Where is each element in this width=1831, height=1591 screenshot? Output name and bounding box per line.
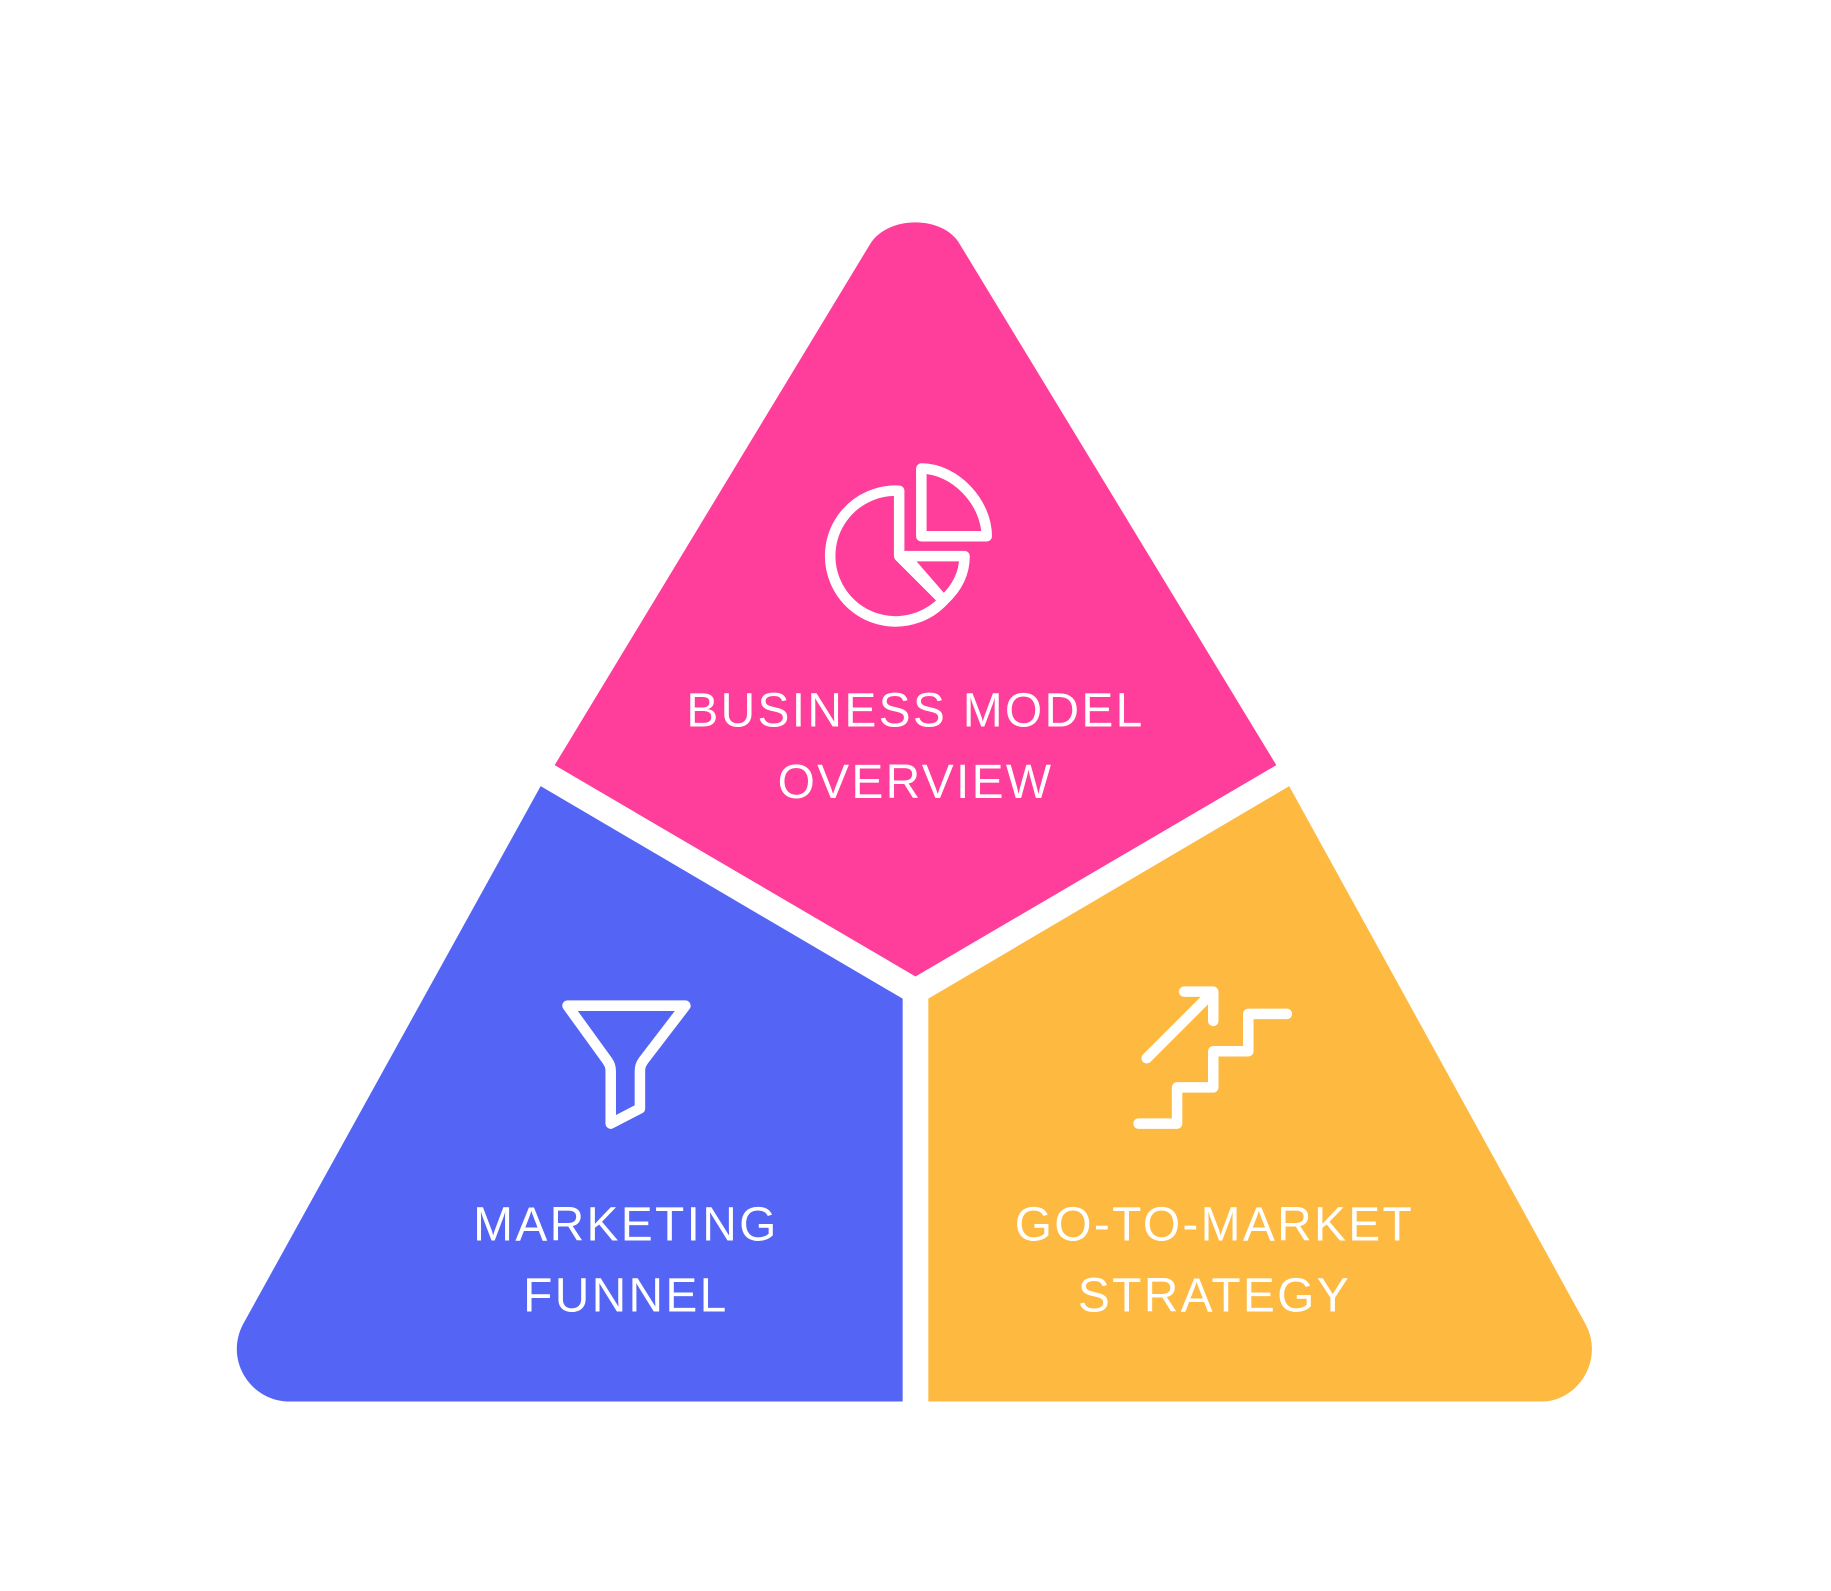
funnel-icon: [562, 1000, 691, 1129]
segment-label-line1: MARKETING: [473, 1198, 779, 1251]
segment-label-line1: GO-TO-MARKET: [1015, 1198, 1414, 1251]
segment-go-to-market-strategy: GO-TO-MARKET STRATEGY: [928, 786, 1592, 1402]
segment-label-line2: FUNNEL: [523, 1270, 728, 1323]
segment-label-line2: OVERVIEW: [778, 756, 1054, 809]
segment-label-line2: STRATEGY: [1078, 1270, 1351, 1323]
segment-shape-right: [928, 786, 1592, 1402]
segment-label-line1: BUSINESS MODEL: [686, 685, 1144, 738]
stairs-arrow-up-icon: [1133, 986, 1293, 1129]
segment-shape-top: [554, 222, 1277, 977]
pie-chart-icon: [824, 463, 992, 627]
segment-marketing-funnel: MARKETING FUNNEL: [236, 786, 903, 1402]
segment-shape-left: [236, 786, 903, 1402]
segment-business-model-overview: BUSINESS MODEL OVERVIEW: [554, 222, 1277, 977]
